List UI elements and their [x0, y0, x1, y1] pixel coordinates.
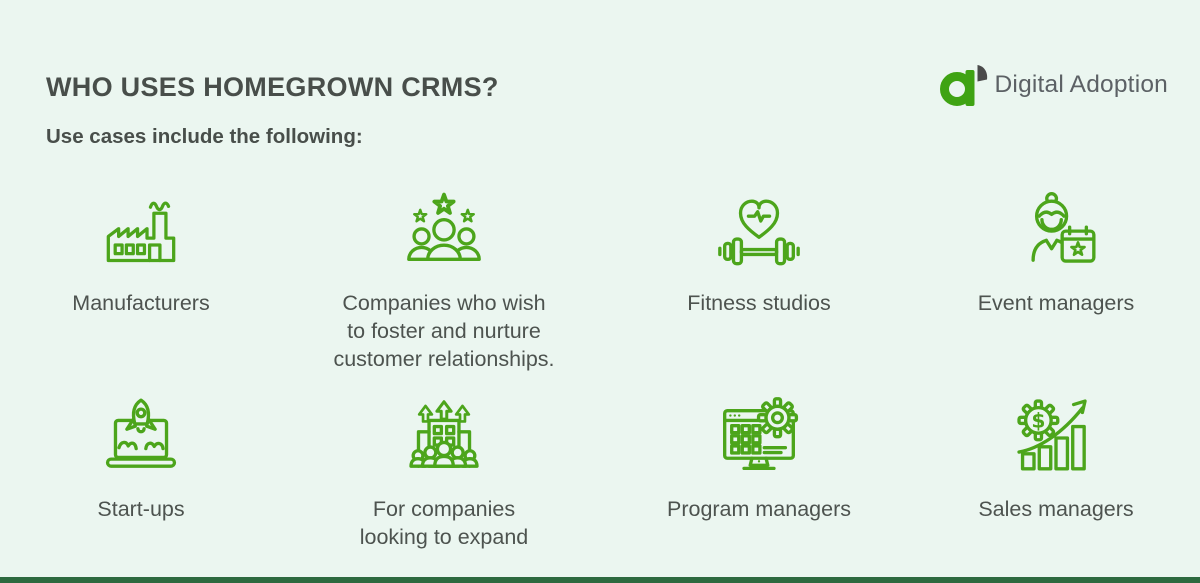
sales-growth-gear-icon: $	[1012, 390, 1100, 482]
heart-dumbbell-icon	[715, 184, 803, 276]
use-case-sales-managers: $ Sales managers	[912, 390, 1200, 552]
use-case-row-1: Manufacturers Com	[0, 184, 1200, 374]
use-case-label: For companies looking to expand	[359, 497, 529, 549]
company-expansion-icon	[400, 390, 488, 482]
use-case-program-managers: Program managers	[606, 390, 912, 552]
use-case-label: Manufacturers	[72, 291, 210, 315]
event-manager-calendar-icon	[1012, 184, 1100, 276]
factory-icon	[98, 184, 184, 276]
svg-text:$: $	[1031, 408, 1045, 432]
page-title: WHO USES HOMEGROWN CRMS?	[46, 72, 499, 102]
use-case-label: Event managers	[977, 291, 1135, 315]
monitor-gear-icon	[715, 390, 803, 482]
laptop-rocket-icon	[97, 390, 185, 482]
use-case-row-2: Start-ups	[0, 390, 1200, 552]
use-case-label: Program managers	[666, 497, 852, 521]
use-case-label: Companies who wish to foster and nurture…	[333, 291, 555, 371]
digital-adoption-logo: Digital Adoption	[939, 62, 1168, 108]
use-case-fitness-studios: Fitness studios	[606, 184, 912, 374]
logo-brand-text: Digital Adoption	[994, 71, 1168, 98]
people-with-stars-icon	[400, 184, 488, 276]
page-subtitle: Use cases include the following:	[46, 125, 363, 148]
digital-adoption-a-logo-icon	[939, 65, 987, 106]
use-case-event-managers: Event managers	[912, 184, 1200, 374]
use-case-expanding-companies: For companies looking to expand	[282, 390, 606, 552]
use-case-label: Start-ups	[97, 497, 185, 521]
use-case-manufacturers: Manufacturers	[0, 184, 282, 374]
use-case-label: Fitness studios	[687, 291, 831, 315]
use-case-label: Sales managers	[978, 497, 1134, 521]
use-case-start-ups: Start-ups	[0, 390, 282, 552]
footer-accent-bar	[0, 577, 1200, 583]
use-case-customer-relationships: Companies who wish to foster and nurture…	[282, 184, 606, 374]
